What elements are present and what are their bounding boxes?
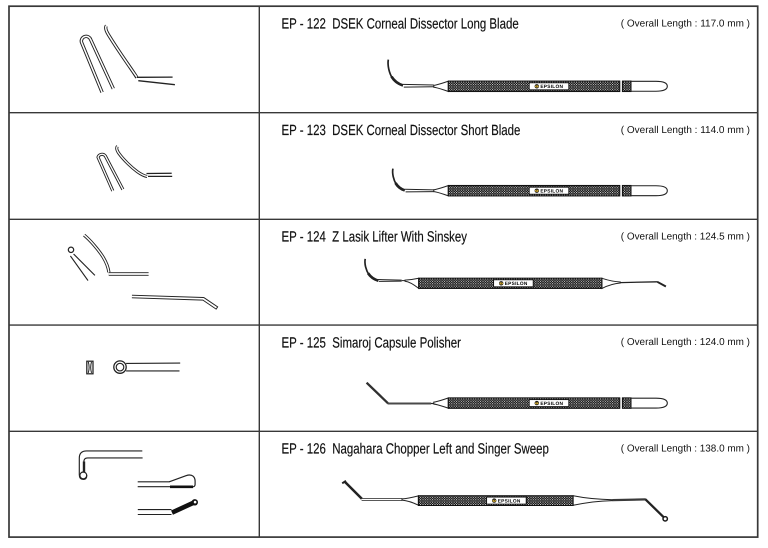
svg-text:( Overall Length : 114.0 mm ): ( Overall Length : 114.0 mm ): [621, 125, 750, 136]
svg-text:( Overall Length : 124.0 mm ): ( Overall Length : 124.0 mm ): [621, 337, 750, 348]
svg-text:EP - 123 DSEK Corneal Dissect: EP - 123 DSEK Corneal Dissector Short Bl…: [282, 123, 521, 139]
svg-text:( Overall Length : 124.5 mm ): ( Overall Length : 124.5 mm ): [621, 231, 750, 242]
svg-text:( Overall Length : 117.0 mm ): ( Overall Length : 117.0 mm ): [621, 18, 750, 29]
svg-text:EP - 125 Simaroj Capsule Poli: EP - 125 Simaroj Capsule Polisher: [282, 336, 462, 352]
svg-text:EP - 124 Z Lasik Lifter With: EP - 124 Z Lasik Lifter With Sinskey: [282, 230, 468, 246]
svg-text:( Overall Length : 138.0 mm ): ( Overall Length : 138.0 mm ): [621, 443, 750, 454]
svg-text:EP - 122 DSEK Corneal Dissect: EP - 122 DSEK Corneal Dissector Long Bla…: [282, 17, 519, 33]
svg-text:EP - 126 Nagahara Chopper Lef: EP - 126 Nagahara Chopper Left and Singe…: [282, 442, 549, 458]
